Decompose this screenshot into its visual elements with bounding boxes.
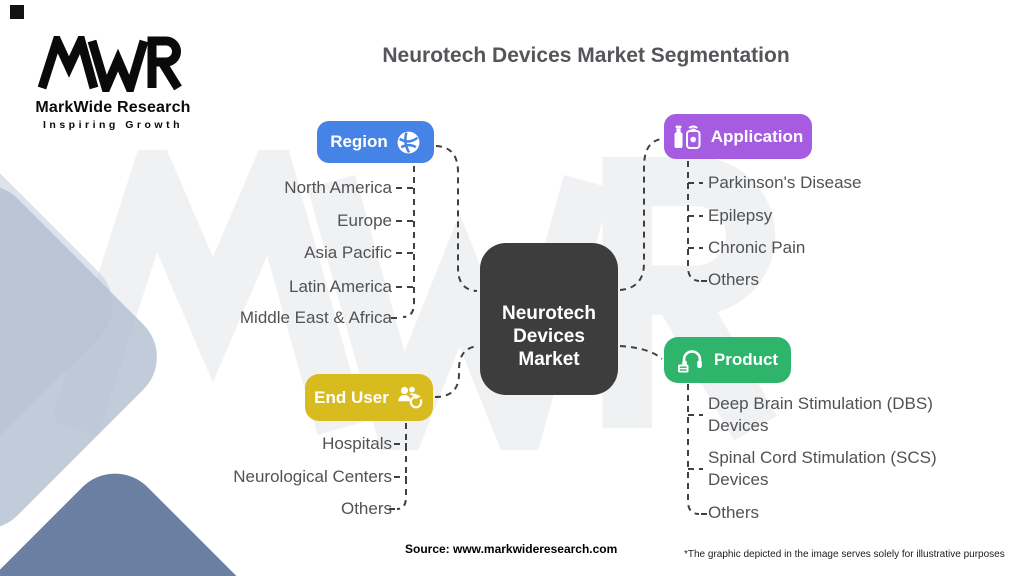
product-label: Product xyxy=(713,350,779,369)
disclaimer-note: *The graphic depicted in the image serve… xyxy=(684,549,1005,560)
end-user-branch-button: End User xyxy=(305,374,433,421)
application-label: Application xyxy=(710,126,804,146)
central-node: Neurotech Devices Market xyxy=(480,243,618,395)
region-item: Middle East & Africa xyxy=(239,308,392,327)
mwr-logo-icon xyxy=(37,27,182,102)
application-item: Others xyxy=(708,270,760,289)
application-item: Chronic Pain xyxy=(708,238,806,257)
region-item: Europe xyxy=(337,211,392,230)
end-user-item: Hospitals xyxy=(322,434,392,453)
headset-device-icon xyxy=(677,349,702,372)
product-item: Deep Brain Stimulation (DBS) Devices xyxy=(708,394,933,435)
product-item: Others xyxy=(708,503,760,522)
application-item: Parkinson's Disease xyxy=(708,173,862,192)
central-node-line: Neurotech xyxy=(502,302,596,324)
logo-tagline: Inspiring Growth xyxy=(43,119,183,131)
region-label: Region xyxy=(330,132,388,151)
markwide-logo: MarkWide Research Inspiring Growth xyxy=(24,27,202,131)
logo-company-name: MarkWide Research xyxy=(35,99,191,116)
region-item: Latin America xyxy=(289,277,392,296)
end-user-label: End User xyxy=(314,387,389,407)
globe-icon xyxy=(397,131,420,153)
region-branch-button: Region xyxy=(317,121,434,163)
users-sync-icon xyxy=(398,386,423,409)
central-node-line: Market xyxy=(518,348,580,370)
application-item: Epilepsy xyxy=(708,206,773,225)
source-link: Source: www.markwideresearch.com xyxy=(405,542,618,556)
region-item: Asia Pacific xyxy=(304,243,392,262)
region-item: North America xyxy=(284,178,392,197)
end-user-item: Neurological Centers xyxy=(233,467,392,486)
product-item: Spinal Cord Stimulation (SCS) Devices xyxy=(708,448,937,489)
medicine-bottle-phone-icon xyxy=(674,125,701,149)
end-user-item: Others xyxy=(340,499,392,518)
product-branch-button: Product xyxy=(664,337,791,383)
page-title: Neurotech Devices Market Segmentation xyxy=(382,44,790,67)
central-node-line: Devices xyxy=(513,325,585,347)
application-branch-button: Application xyxy=(664,114,812,159)
corner-square-mark xyxy=(10,5,24,19)
